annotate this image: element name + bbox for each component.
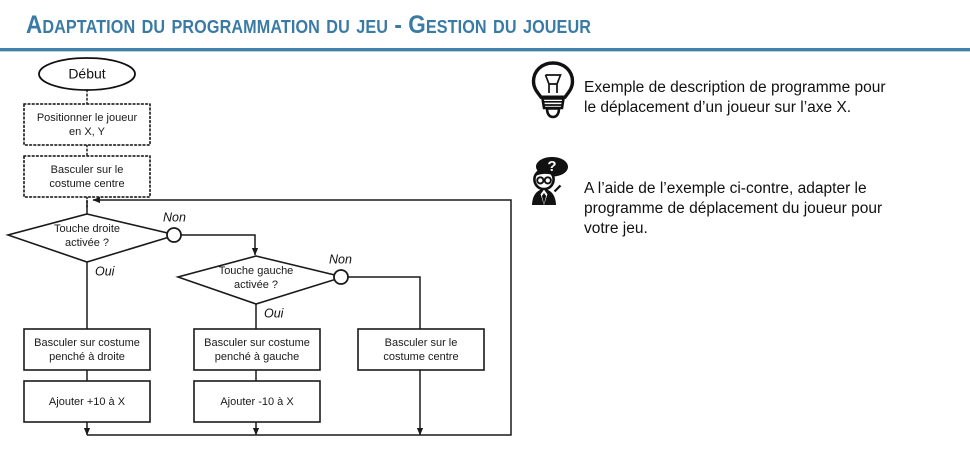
page-title: Adaptation du programmation du jeu - Ges… xyxy=(26,11,592,39)
decision2-line1: Touche gauche xyxy=(219,265,294,277)
conn-decision1-no xyxy=(176,234,259,256)
decision1-no-junction xyxy=(166,227,182,243)
flowchart-decision-touche-gauche: Touche gauche activée ? Non Oui xyxy=(175,252,352,320)
action-costume-gauche-line1: Basculer sur costume xyxy=(204,337,310,349)
note-task-line3: votre jeu. xyxy=(584,220,648,238)
note-task-text: A l’aide de l’exemple ci-contre, adapter… xyxy=(584,155,958,239)
lightbulb-icon xyxy=(528,60,584,127)
note-task-line2: programme de déplacement du joueur pour xyxy=(584,200,883,218)
flowchart-start-label: Début xyxy=(68,66,105,82)
notes-panel: Exemple de description de programme pour… xyxy=(528,58,958,239)
flowchart-action-costume-gauche: Basculer sur costume penché à gauche xyxy=(193,328,321,371)
flowchart-step-costume-init: Basculer sur le costume centre xyxy=(23,155,151,198)
action-costume-droite-line1: Basculer sur costume xyxy=(34,337,140,349)
note-example-line1: Exemple de description de programme pour xyxy=(584,79,886,96)
step-costume-init-line2: costume centre xyxy=(49,178,124,190)
conn-loopback xyxy=(87,196,512,436)
flowchart-action-costume-centre: Basculer sur le costume centre xyxy=(357,328,485,371)
decision1-line2: activée ? xyxy=(65,237,109,249)
flowchart-diagram: Début Positionner le joueur en X, Y Basc… xyxy=(5,57,512,436)
flowchart-start-node: Début xyxy=(38,57,136,91)
header-divider xyxy=(0,48,970,51)
action-costume-centre-line1: Basculer sur le xyxy=(385,337,458,349)
decision1-yes-label: Oui xyxy=(95,264,116,278)
move-minus-label: Ajouter -10 à X xyxy=(220,396,294,408)
decision1-no-label: Non xyxy=(163,210,186,224)
step-position-line2: en X, Y xyxy=(69,126,106,138)
flowchart-action-costume-droite: Basculer sur costume penché à droite xyxy=(23,328,151,371)
note-task-line1: A l’aide de l’exemple ci-contre, adapter… xyxy=(584,180,867,197)
note-example: Exemple de description de programme pour… xyxy=(528,60,958,127)
note-task: ? A l’aide de l’exemple ci-contre, adapt… xyxy=(528,155,958,239)
flowchart-move-plus: Ajouter +10 à X xyxy=(23,380,151,423)
decision1-line1: Touche droite xyxy=(54,223,120,235)
decision2-no-label: Non xyxy=(329,252,352,266)
note-example-line2: le déplacement d’un joueur sur l’axe X. xyxy=(584,99,852,117)
person-question-icon: ? xyxy=(528,155,584,216)
note-example-text: Exemple de description de programme pour… xyxy=(584,60,958,118)
flowchart-connectors xyxy=(83,89,512,436)
decision2-no-junction xyxy=(333,269,349,285)
step-costume-init-line1: Basculer sur le xyxy=(51,164,124,176)
decision2-line2: activée ? xyxy=(234,279,278,291)
decision2-yes-label: Oui xyxy=(264,306,285,320)
action-costume-gauche-line2: penché à gauche xyxy=(215,351,299,363)
action-costume-droite-line2: penché à droite xyxy=(49,351,125,363)
flowchart-move-minus: Ajouter -10 à X xyxy=(193,380,321,423)
svg-text:?: ? xyxy=(547,158,556,175)
flowchart-step-position: Positionner le joueur en X, Y xyxy=(23,103,151,146)
step-position-line1: Positionner le joueur xyxy=(37,112,138,124)
page-header: Adaptation du programmation du jeu - Ges… xyxy=(0,0,970,52)
action-costume-centre-line2: costume centre xyxy=(383,351,458,363)
conn-decision2-no xyxy=(343,276,421,329)
header-divider-shadow xyxy=(0,51,970,52)
move-plus-label: Ajouter +10 à X xyxy=(49,396,126,408)
flowchart-decision-touche-droite: Touche droite activée ? Non Oui xyxy=(5,210,186,278)
